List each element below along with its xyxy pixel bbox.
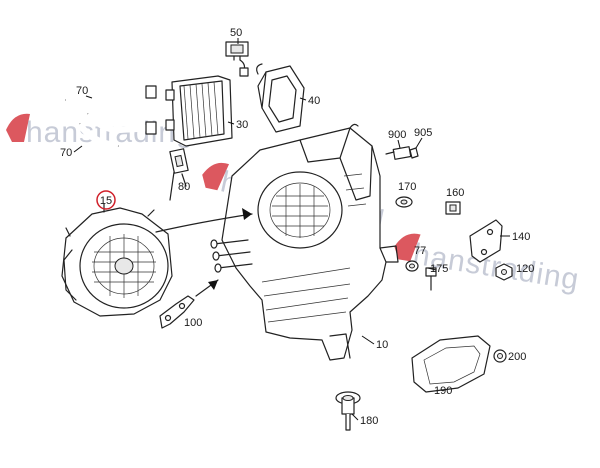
label-120: 120 <box>516 263 534 275</box>
label-70-upper: 70 <box>76 85 88 97</box>
part-140-bracket <box>469 219 503 263</box>
part-77-washer <box>405 260 419 272</box>
label-900: 900 <box>388 129 406 141</box>
label-100: 100 <box>184 317 202 329</box>
part-175-screw <box>425 267 437 291</box>
label-50: 50 <box>230 27 242 39</box>
assembly-arrow-15 <box>155 213 253 233</box>
label-40: 40 <box>308 95 320 107</box>
part-15-blower-motor <box>61 203 173 317</box>
part-120-nut <box>495 263 513 281</box>
part-70-hose-upper <box>65 85 157 104</box>
label-180: 180 <box>360 415 378 427</box>
label-175: 175 <box>430 263 448 275</box>
label-15: 15 <box>100 195 112 207</box>
label-10: 10 <box>376 339 388 351</box>
part-80-sensor <box>169 148 189 201</box>
label-77: 77 <box>414 245 426 257</box>
part-10-hvac-housing <box>210 123 399 361</box>
label-160: 160 <box>446 187 464 199</box>
label-170: 170 <box>398 181 416 193</box>
part-160-clip <box>445 201 461 215</box>
part-200-plug <box>493 349 507 363</box>
label-905: 905 <box>414 127 432 139</box>
part-30-heater-core <box>165 75 233 147</box>
callout-15: 15 <box>96 190 116 210</box>
part-180-drain <box>335 391 361 431</box>
part-70-hose-lower <box>77 111 157 150</box>
label-140: 140 <box>512 231 530 243</box>
label-200: 200 <box>508 351 526 363</box>
part-50-connector <box>225 41 249 77</box>
label-190: 190 <box>434 385 452 397</box>
part-190-cover <box>411 335 491 393</box>
part-100-bracket <box>159 279 219 329</box>
label-70-lower: 70 <box>60 147 72 159</box>
labels-group: 50 40 30 70 70 80 10 100 900 905 170 160… <box>60 27 534 427</box>
label-80: 80 <box>178 181 190 193</box>
assembly-arrowhead-15 <box>242 208 252 220</box>
part-170-grommet <box>395 196 413 208</box>
part-900-clip <box>385 146 419 160</box>
part-40-frame <box>256 63 305 133</box>
label-30: 30 <box>236 119 248 131</box>
